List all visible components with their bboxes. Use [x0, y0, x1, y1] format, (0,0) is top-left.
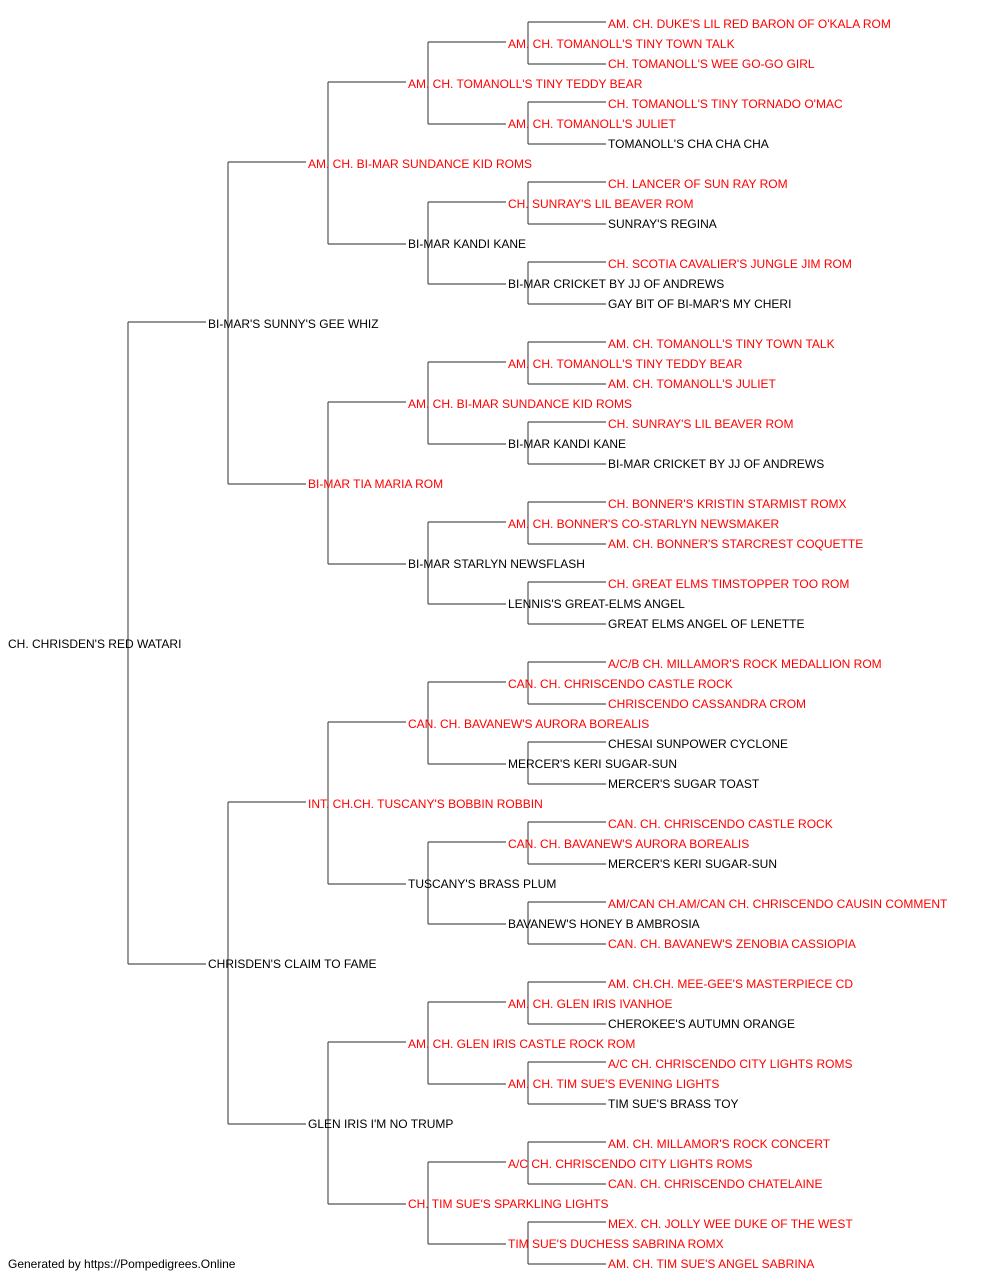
pedigree-node-gen5: AM. CH. DUKE'S LIL RED BARON OF O'KALA R… — [608, 17, 891, 31]
pedigree-node-gen3: CH. TIM SUE'S SPARKLING LIGHTS — [408, 1197, 609, 1211]
pedigree-node-gen5: CH. TOMANOLL'S TINY TORNADO O'MAC — [608, 97, 843, 111]
pedigree-node-gen5: CAN. CH. CHRISCENDO CHATELAINE — [608, 1177, 823, 1191]
pedigree-node-gen5: MERCER'S KERI SUGAR-SUN — [608, 857, 777, 871]
pedigree-node-gen5: AM. CH. MILLAMOR'S ROCK CONCERT — [608, 1137, 831, 1151]
pedigree-node-gen5: AM/CAN CH.AM/CAN CH. CHRISCENDO CAUSIN C… — [608, 897, 948, 911]
pedigree-node-gen4: AM. CH. TOMANOLL'S TINY TEDDY BEAR — [508, 357, 743, 371]
pedigree-node-gen3: AM. CH. BI-MAR SUNDANCE KID ROMS — [408, 397, 633, 411]
pedigree-node-gen5: BI-MAR CRICKET BY JJ OF ANDREWS — [608, 457, 825, 471]
pedigree-node-gen4: AM. CH. BONNER'S CO-STARLYN NEWSMAKER — [508, 517, 780, 531]
pedigree-node-gen3: CAN. CH. BAVANEW'S AURORA BOREALIS — [408, 717, 650, 731]
pedigree-node-gen5: SUNRAY'S REGINA — [608, 217, 717, 231]
pedigree-node-gen4: BI-MAR KANDI KANE — [508, 437, 627, 451]
pedigree-node-gen5: GREAT ELMS ANGEL OF LENETTE — [608, 617, 805, 631]
pedigree-node-gen4: BAVANEW'S HONEY B AMBROSIA — [508, 917, 700, 931]
pedigree-node-gen4: LENNIS'S GREAT-ELMS ANGEL — [508, 597, 685, 611]
pedigree-node-gen0: CH. CHRISDEN'S RED WATARI — [8, 637, 182, 651]
pedigree-node-gen5: TOMANOLL'S CHA CHA CHA — [608, 137, 769, 151]
pedigree-node-gen3: BI-MAR KANDI KANE — [408, 237, 527, 251]
footer-credit: Generated by https://Pompedigrees.Online — [8, 1257, 236, 1271]
pedigree-node-gen2: BI-MAR TIA MARIA ROM — [308, 477, 444, 491]
pedigree-node-gen3: AM. CH. GLEN IRIS CASTLE ROCK ROM — [408, 1037, 636, 1051]
pedigree-node-gen5: CH. GREAT ELMS TIMSTOPPER TOO ROM — [608, 577, 850, 591]
pedigree-node-gen4: A/C CH. CHRISCENDO CITY LIGHTS ROMS — [508, 1157, 753, 1171]
pedigree-node-gen5: CAN. CH. BAVANEW'S ZENOBIA CASSIOPIA — [608, 937, 856, 951]
pedigree-node-gen5: A/C/B CH. MILLAMOR'S ROCK MEDALLION ROM — [608, 657, 882, 671]
pedigree-node-gen3: AM. CH. TOMANOLL'S TINY TEDDY BEAR — [408, 77, 643, 91]
pedigree-node-gen3: BI-MAR STARLYN NEWSFLASH — [408, 557, 585, 571]
pedigree-node-gen2: GLEN IRIS I'M NO TRUMP — [308, 1117, 454, 1131]
pedigree-node-gen4: AM. CH. TOMANOLL'S JULIET — [508, 117, 676, 131]
pedigree-node-gen4: BI-MAR CRICKET BY JJ OF ANDREWS — [508, 277, 725, 291]
pedigree-node-gen3: TUSCANY'S BRASS PLUM — [408, 877, 557, 891]
pedigree-node-gen5: MEX. CH. JOLLY WEE DUKE OF THE WEST — [608, 1217, 853, 1231]
pedigree-node-gen2: AM. CH. BI-MAR SUNDANCE KID ROMS — [308, 157, 533, 171]
pedigree-node-gen4: AM. CH. TOMANOLL'S TINY TOWN TALK — [508, 37, 735, 51]
pedigree-node-gen5: CH. SUNRAY'S LIL BEAVER ROM — [608, 417, 794, 431]
pedigree-node-gen4: CH. SUNRAY'S LIL BEAVER ROM — [508, 197, 694, 211]
pedigree-node-gen5: TIM SUE'S BRASS TOY — [608, 1097, 739, 1111]
pedigree-node-gen4: TIM SUE'S DUCHESS SABRINA ROMX — [508, 1237, 724, 1251]
pedigree-node-gen4: MERCER'S KERI SUGAR-SUN — [508, 757, 677, 771]
pedigree-node-gen4: AM. CH. GLEN IRIS IVANHOE — [508, 997, 673, 1011]
pedigree-node-gen5: AM. CH. BONNER'S STARCREST COQUETTE — [608, 537, 864, 551]
pedigree-node-gen5: CHEROKEE'S AUTUMN ORANGE — [608, 1017, 795, 1031]
pedigree-node-gen5: CHESAI SUNPOWER CYCLONE — [608, 737, 789, 751]
pedigree-node-gen5: CH. LANCER OF SUN RAY ROM — [608, 177, 788, 191]
pedigree-node-gen5: CAN. CH. CHRISCENDO CASTLE ROCK — [608, 817, 833, 831]
pedigree-node-gen5: AM. CH.CH. MEE-GEE'S MASTERPIECE CD — [608, 977, 853, 991]
pedigree-node-gen4: CAN. CH. BAVANEW'S AURORA BOREALIS — [508, 837, 750, 851]
pedigree-node-gen5: MERCER'S SUGAR TOAST — [608, 777, 760, 791]
pedigree-node-gen1: CHRISDEN'S CLAIM TO FAME — [208, 957, 377, 971]
pedigree-node-gen5: GAY BIT OF BI-MAR'S MY CHERI — [608, 297, 792, 311]
pedigree-node-gen5: A/C CH. CHRISCENDO CITY LIGHTS ROMS — [608, 1057, 853, 1071]
pedigree-node-gen5: CH. BONNER'S KRISTIN STARMIST ROMX — [608, 497, 847, 511]
pedigree-node-gen5: AM. CH. TOMANOLL'S JULIET — [608, 377, 776, 391]
pedigree-node-gen4: CAN. CH. CHRISCENDO CASTLE ROCK — [508, 677, 733, 691]
pedigree-node-gen5: CH. TOMANOLL'S WEE GO-GO GIRL — [608, 57, 815, 71]
pedigree-node-gen2: INT. CH.CH. TUSCANY'S BOBBIN ROBBIN — [308, 797, 543, 811]
pedigree-node-gen4: AM. CH. TIM SUE'S EVENING LIGHTS — [508, 1077, 720, 1091]
pedigree-node-gen5: AM. CH. TOMANOLL'S TINY TOWN TALK — [608, 337, 835, 351]
pedigree-node-gen1: BI-MAR'S SUNNY'S GEE WHIZ — [208, 317, 379, 331]
pedigree-node-gen5: AM. CH. TIM SUE'S ANGEL SABRINA — [608, 1257, 815, 1271]
pedigree-node-gen5: CH. SCOTIA CAVALIER'S JUNGLE JIM ROM — [608, 257, 852, 271]
pedigree-node-gen5: CHRISCENDO CASSANDRA CROM — [608, 697, 807, 711]
